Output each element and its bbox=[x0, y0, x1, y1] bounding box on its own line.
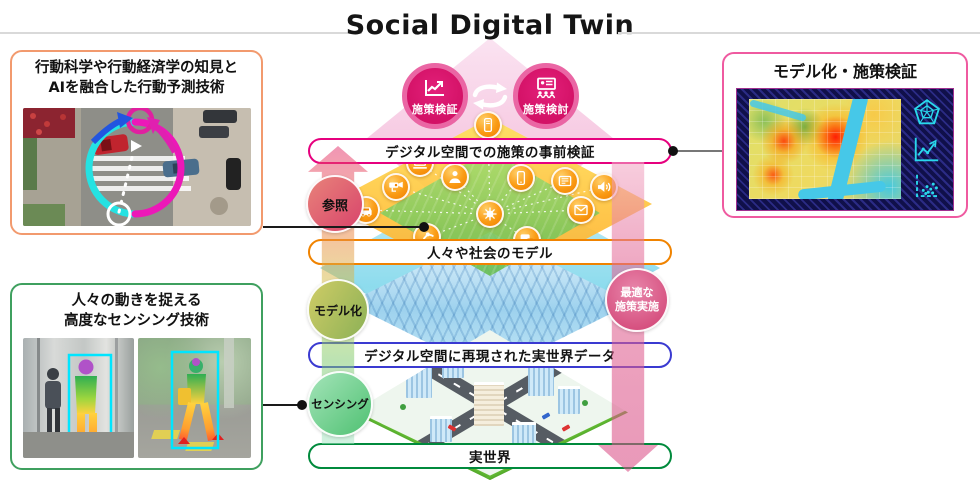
right-box-connector-line bbox=[676, 150, 737, 152]
city-tree bbox=[400, 404, 406, 410]
line-chart-icon bbox=[425, 79, 444, 96]
city-heatmap bbox=[749, 99, 901, 199]
scatter-chart-icon bbox=[916, 174, 939, 197]
city-building bbox=[406, 364, 432, 398]
policy-consideration-circle: 施策検討 bbox=[513, 63, 579, 129]
policy-consideration-label: 施策検討 bbox=[523, 102, 569, 116]
simulation-panel bbox=[736, 88, 954, 211]
city-building bbox=[430, 416, 452, 442]
title-divider-left bbox=[0, 32, 362, 34]
page-title: Social Digital Twin bbox=[345, 10, 635, 41]
modeling-box-title: モデル化・施策検証 bbox=[772, 62, 917, 81]
behavior-box-connector-line bbox=[263, 226, 424, 228]
presentation-icon bbox=[536, 77, 556, 98]
modeling-step-circle: モデル化 bbox=[307, 279, 369, 341]
sensing-box-connector-line bbox=[263, 404, 303, 406]
title-divider-right bbox=[618, 32, 980, 34]
policy-verification-circle: 施策検証 bbox=[402, 63, 468, 129]
sensing-photo-indoor bbox=[23, 338, 134, 458]
river-shape bbox=[749, 99, 807, 122]
behavior-title-line1: 行動科学や行動経済学の知見と bbox=[35, 60, 238, 76]
sensing-title-line2: 高度なセンシング技術 bbox=[64, 312, 209, 329]
band-pre-verification: デジタル空間での施策の事前検証 bbox=[308, 138, 672, 164]
city-car bbox=[561, 424, 571, 432]
trend-chart-icon bbox=[914, 137, 939, 162]
modeling-label: モデル化 bbox=[313, 303, 362, 318]
sensing-technology-box: 人々の動きを捉える 高度なセンシング技術 bbox=[10, 283, 263, 470]
city-tree bbox=[582, 400, 588, 406]
aerial-crosswalk-photo bbox=[23, 108, 251, 226]
title-row: Social Digital Twin bbox=[0, 10, 980, 46]
behavior-prediction-box: 行動科学や行動経済学の知見と AIを融合した行動予測技術 bbox=[10, 50, 263, 235]
sensing-title-line1: 人々の動きを捉える bbox=[71, 293, 202, 309]
behavior-title-line2: AIを融合した行動予測技術 bbox=[48, 79, 225, 96]
city-building bbox=[512, 422, 536, 448]
behavior-box-connector-dot bbox=[419, 222, 429, 232]
optimal-policy-label-line1: 最適な bbox=[620, 285, 654, 299]
policy-verification-label: 施策検証 bbox=[412, 102, 458, 116]
city-car bbox=[541, 412, 551, 420]
reference-label: 参照 bbox=[321, 198, 348, 214]
sensing-photo-street bbox=[138, 338, 251, 458]
reference-step-circle: 参照 bbox=[306, 175, 364, 233]
right-box-connector-dot bbox=[668, 146, 678, 156]
city-building bbox=[558, 386, 580, 414]
band-real-world-data: デジタル空間に再現された実世界データ bbox=[308, 342, 672, 368]
radar-chart-icon bbox=[914, 98, 940, 125]
cycle-arrows-icon bbox=[472, 82, 508, 110]
sensing-step-circle: センシング bbox=[307, 371, 373, 437]
optimal-policy-label-line2: 施策実施 bbox=[615, 300, 659, 313]
city-building bbox=[474, 382, 504, 426]
optimal-policy-circle: 最適な 施策実施 bbox=[605, 268, 669, 332]
sensing-label: センシング bbox=[311, 397, 369, 411]
modeling-verification-box: モデル化・施策検証 bbox=[722, 52, 968, 218]
sensing-box-connector-dot bbox=[297, 400, 307, 410]
